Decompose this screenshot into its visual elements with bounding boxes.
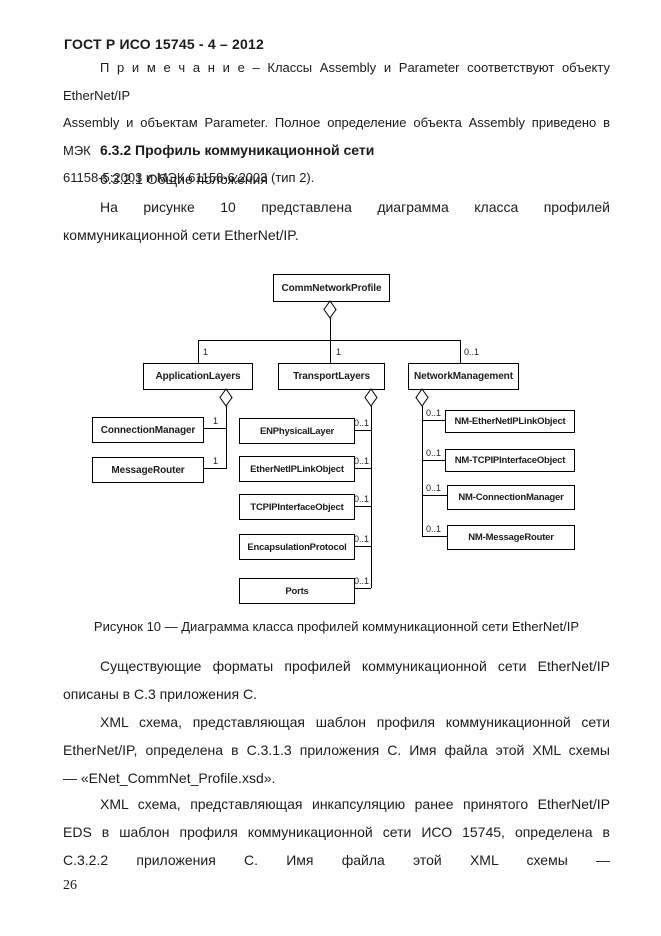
- class-box-commnetworkprofile: CommNetworkProfile: [273, 274, 390, 302]
- paragraph-line: — «ENet_CommNet_Profile.xsd».: [63, 770, 276, 786]
- multiplicity-label: 0..1: [426, 408, 442, 418]
- connector-line: [371, 406, 372, 588]
- connector-line: [198, 340, 461, 341]
- page-number: 26: [63, 878, 77, 893]
- section-heading: 6.3.2 Профиль коммуникационной сети: [100, 142, 375, 158]
- class-box-transportlayers: TransportLayers: [278, 363, 385, 390]
- aggregation-diamond-icon: [364, 388, 378, 407]
- connector-line: [226, 406, 227, 468]
- class-box-messagerouter: MessageRouter: [92, 457, 204, 483]
- aggregation-diamond-icon: [219, 388, 233, 407]
- document-header: ГОСТ Р ИСО 15745 - 4 – 2012: [64, 36, 264, 52]
- connector-line: [202, 428, 227, 429]
- paragraph-line: С.3.2.2 приложения С. Имя файла этой XML…: [63, 852, 610, 868]
- multiplicity-label: 1: [336, 347, 342, 357]
- connector-line: [353, 430, 371, 431]
- multiplicity-label: 0..1: [354, 418, 370, 428]
- connector-line: [353, 546, 371, 547]
- note-line: П р и м е ч а н и е – Классы Assembly и …: [63, 60, 610, 103]
- note-paragraph: П р и м е ч а н и е – Классы Assembly и …: [63, 54, 610, 192]
- paragraph-line: коммуникационной сети EtherNet/IP.: [63, 227, 299, 243]
- class-box-nm-connectionmanager: NM-ConnectionManager: [447, 485, 575, 510]
- figure-caption: Рисунок 10 — Диаграмма класса профилей к…: [93, 619, 580, 634]
- paragraph-line: EDS в шаблон профиля коммуникационной се…: [63, 824, 610, 840]
- paragraph-line: Существующие форматы профилей коммуникац…: [100, 658, 610, 674]
- connector-line: [330, 318, 331, 340]
- paragraph: На рисунке 10 представлена диаграмма кла…: [63, 193, 610, 249]
- connector-line: [422, 536, 447, 537]
- class-box-enphysicallayer: ENPhysicalLayer: [239, 418, 355, 444]
- class-box-nm-ethernetiplinkobject: NM-EtherNetIPLinkObject: [445, 410, 575, 433]
- multiplicity-label: 0..1: [354, 494, 370, 504]
- connector-line: [353, 506, 371, 507]
- class-box-ethernetiplinkobject: EtherNetIPLinkObject: [239, 456, 355, 482]
- class-box-encapsulationprotocol: EncapsulationProtocol: [239, 534, 355, 560]
- connector-line: [198, 340, 199, 363]
- connector-line: [202, 468, 227, 469]
- connector-line: [460, 340, 461, 363]
- multiplicity-label: 0..1: [464, 347, 480, 357]
- class-box-networkmanagement: NetworkManagement: [408, 363, 519, 390]
- connector-line: [422, 460, 445, 461]
- connector-line: [422, 406, 423, 536]
- paragraph: XML схема, представляющая шаблон профиля…: [63, 708, 610, 792]
- class-box-tcpipinterfaceobject: TCPIPInterfaceObject: [239, 494, 355, 520]
- subsection-heading: 6.3.2.1 Общие положения: [100, 171, 268, 187]
- multiplicity-label: 0..1: [354, 534, 370, 544]
- multiplicity-label: 1: [213, 416, 219, 426]
- aggregation-diamond-icon: [415, 388, 429, 407]
- paragraph: XML схема, представляющая инкапсуляцию р…: [63, 790, 610, 874]
- class-box-applicationlayers: ApplicationLayers: [143, 363, 253, 390]
- multiplicity-label: 1: [203, 347, 209, 357]
- paragraph-line: EtherNet/IP, определена в С.3.1.3 прилож…: [63, 742, 610, 758]
- multiplicity-label: 0..1: [354, 456, 370, 466]
- paragraph-line: На рисунке 10 представлена диаграмма кла…: [100, 199, 610, 215]
- note-line: 61158-5:2003 и МЭК 61158-6:2003 (тип 2).: [63, 170, 315, 185]
- paragraph: Существующие форматы профилей коммуникац…: [63, 652, 610, 708]
- paragraph-line: XML схема, представляющая шаблон профиля…: [100, 714, 610, 730]
- multiplicity-label: 0..1: [354, 576, 370, 586]
- aggregation-diamond-icon: [323, 300, 337, 319]
- multiplicity-label: 1: [213, 456, 219, 466]
- class-box-nm-tcpipinterfaceobject: NM-TCPIPInterfaceObject: [445, 449, 575, 472]
- connector-line: [422, 495, 447, 496]
- multiplicity-label: 0..1: [426, 448, 442, 458]
- class-box-nm-messagerouter: NM-MessageRouter: [447, 525, 575, 550]
- class-box-ports: Ports: [239, 578, 355, 604]
- connector-line: [353, 468, 371, 469]
- connector-line: [330, 340, 331, 363]
- note-line: Assembly и объектам Parameter. Полное оп…: [63, 115, 610, 158]
- connector-line: [422, 420, 445, 421]
- multiplicity-label: 0..1: [426, 483, 442, 493]
- paragraph-line: описаны в С.3 приложения С.: [63, 686, 257, 702]
- class-box-connectionmanager: ConnectionManager: [92, 417, 204, 443]
- multiplicity-label: 0..1: [426, 524, 442, 534]
- paragraph-line: XML схема, представляющая инкапсуляцию р…: [100, 796, 610, 812]
- connector-line: [353, 588, 371, 589]
